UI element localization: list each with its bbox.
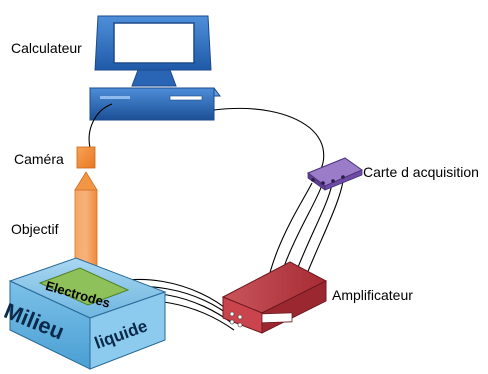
monitor-screen — [113, 22, 195, 64]
label-amplifier: Amplificateur — [332, 287, 413, 303]
camera-icon — [76, 146, 96, 169]
objective-icon — [74, 171, 98, 279]
label-objective: Objectif — [11, 221, 59, 237]
amplifier-icon — [221, 261, 328, 334]
label-camera: Caméra — [14, 151, 64, 167]
electrodes-plate — [38, 267, 130, 306]
computer-icon — [89, 15, 221, 121]
label-computer: Calculateur — [11, 40, 82, 56]
label-acquisition-card: Carte d acquisition — [363, 164, 479, 180]
acquisition-card-icon — [307, 157, 364, 191]
